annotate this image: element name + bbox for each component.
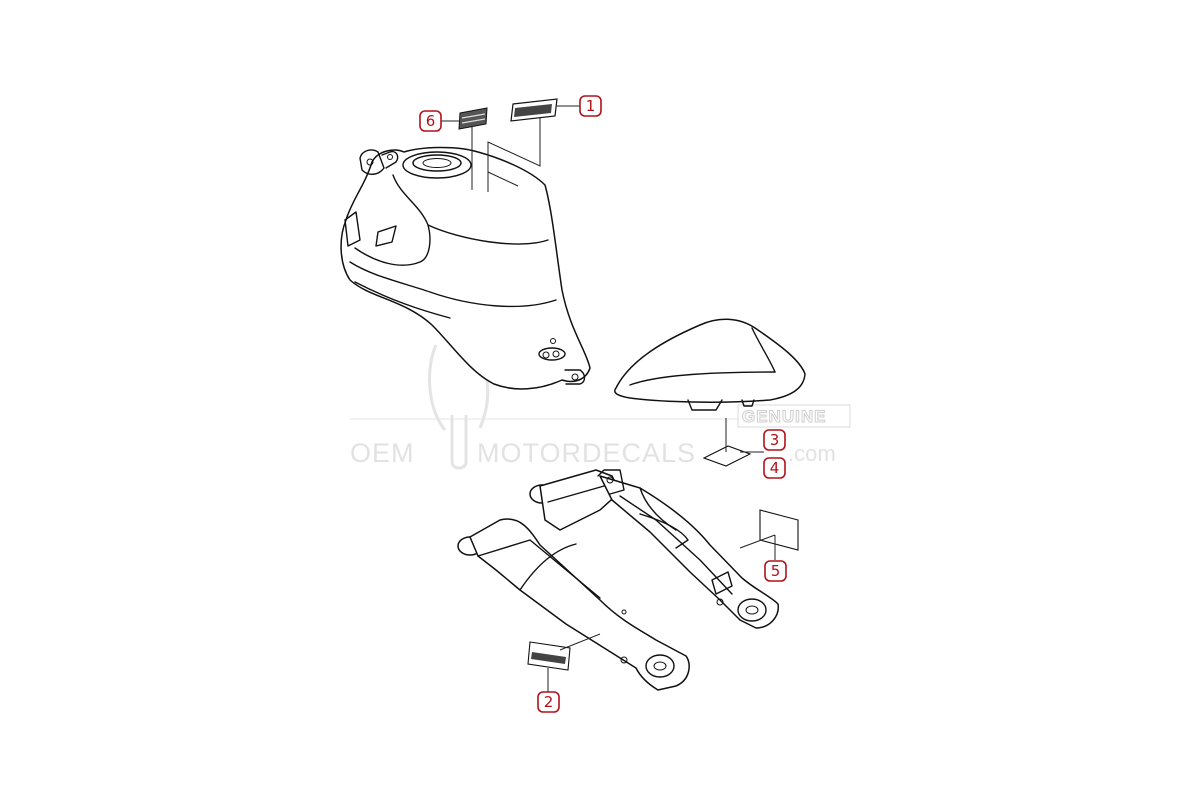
leader-lines [441, 105, 776, 692]
callout-2[interactable]: 2 [537, 691, 560, 713]
swingarm [457, 469, 779, 691]
callout-1[interactable]: 1 [579, 95, 602, 117]
callout-2-label: 2 [544, 693, 554, 711]
watermark-genuine: GENUINE [742, 407, 826, 426]
decal-3-4 [702, 445, 752, 467]
seat [614, 318, 806, 411]
fuel-tank [340, 146, 591, 390]
callout-3-label: 3 [770, 431, 780, 449]
callout-1-label: 1 [586, 97, 596, 115]
watermark: OEM MOTORDECALS .com GENUINE [350, 305, 851, 470]
watermark-tld: .com [788, 441, 836, 466]
decal-2 [527, 641, 571, 671]
callout-4-label: 4 [770, 459, 780, 477]
watermark-genuine-badge [737, 404, 851, 428]
callout-5[interactable]: 5 [764, 560, 787, 582]
watermark-brand: MOTORDECALS [477, 438, 696, 468]
callout-4[interactable]: 4 [763, 457, 786, 479]
callout-6[interactable]: 6 [419, 110, 442, 132]
callout-3[interactable]: 3 [763, 429, 786, 451]
callout-5-label: 5 [771, 562, 781, 580]
callout-6-label: 6 [426, 112, 436, 130]
watermark-oem: OEM [350, 438, 415, 468]
decal-6 [458, 107, 488, 130]
decal-1 [510, 98, 558, 122]
decal-5 [759, 509, 799, 551]
